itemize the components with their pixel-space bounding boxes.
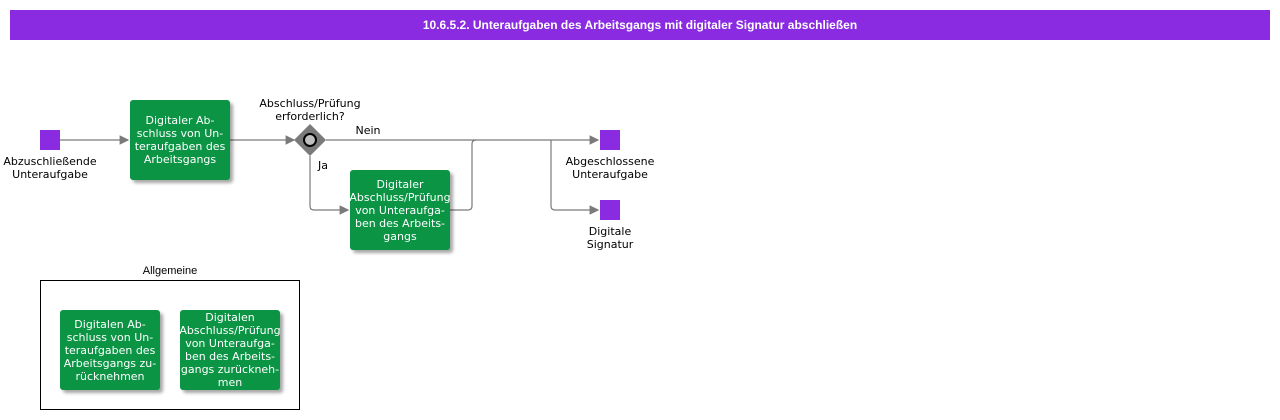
task-digital-completion-review[interactable]: Digitaler Abschluss/Prüfung von Unterauf… [349,170,451,250]
gateway-no-label: Nein [355,124,381,137]
gateway-yes-label: Ja [318,159,328,172]
group-general [40,280,300,410]
end-event-completed[interactable] [600,130,620,150]
gateway-question-label: Abschluss/Prüfung erforderlich? [259,97,361,123]
group-title: Allgemeine [142,265,198,277]
end-event-signature[interactable] [600,200,620,220]
task-revoke-completion[interactable]: Digitalen Ab- schluss von Un- teraufgabe… [60,310,160,390]
start-event[interactable] [40,130,60,150]
start-event-label: Abzuschließende Unteraufgabe [3,155,97,181]
end-event-completed-label: Abgeschlossene Unteraufgabe [565,155,655,181]
task-revoke-completion-review[interactable]: Digitalen Abschluss/Prüfung von Unterauf… [179,310,281,390]
flow-gateway-yes [309,156,350,215]
flow-split-signature [550,140,600,215]
flow-review-merge [450,139,477,211]
task-digital-completion[interactable]: Digitaler Ab- schluss von Un- teraufgabe… [130,100,230,180]
end-event-signature-label: Digitale Signatur [586,225,634,251]
gateway-diamond [294,124,326,156]
diagram-title: 10.6.5.2. Unteraufgaben des Arbeitsgangs… [10,10,1270,40]
